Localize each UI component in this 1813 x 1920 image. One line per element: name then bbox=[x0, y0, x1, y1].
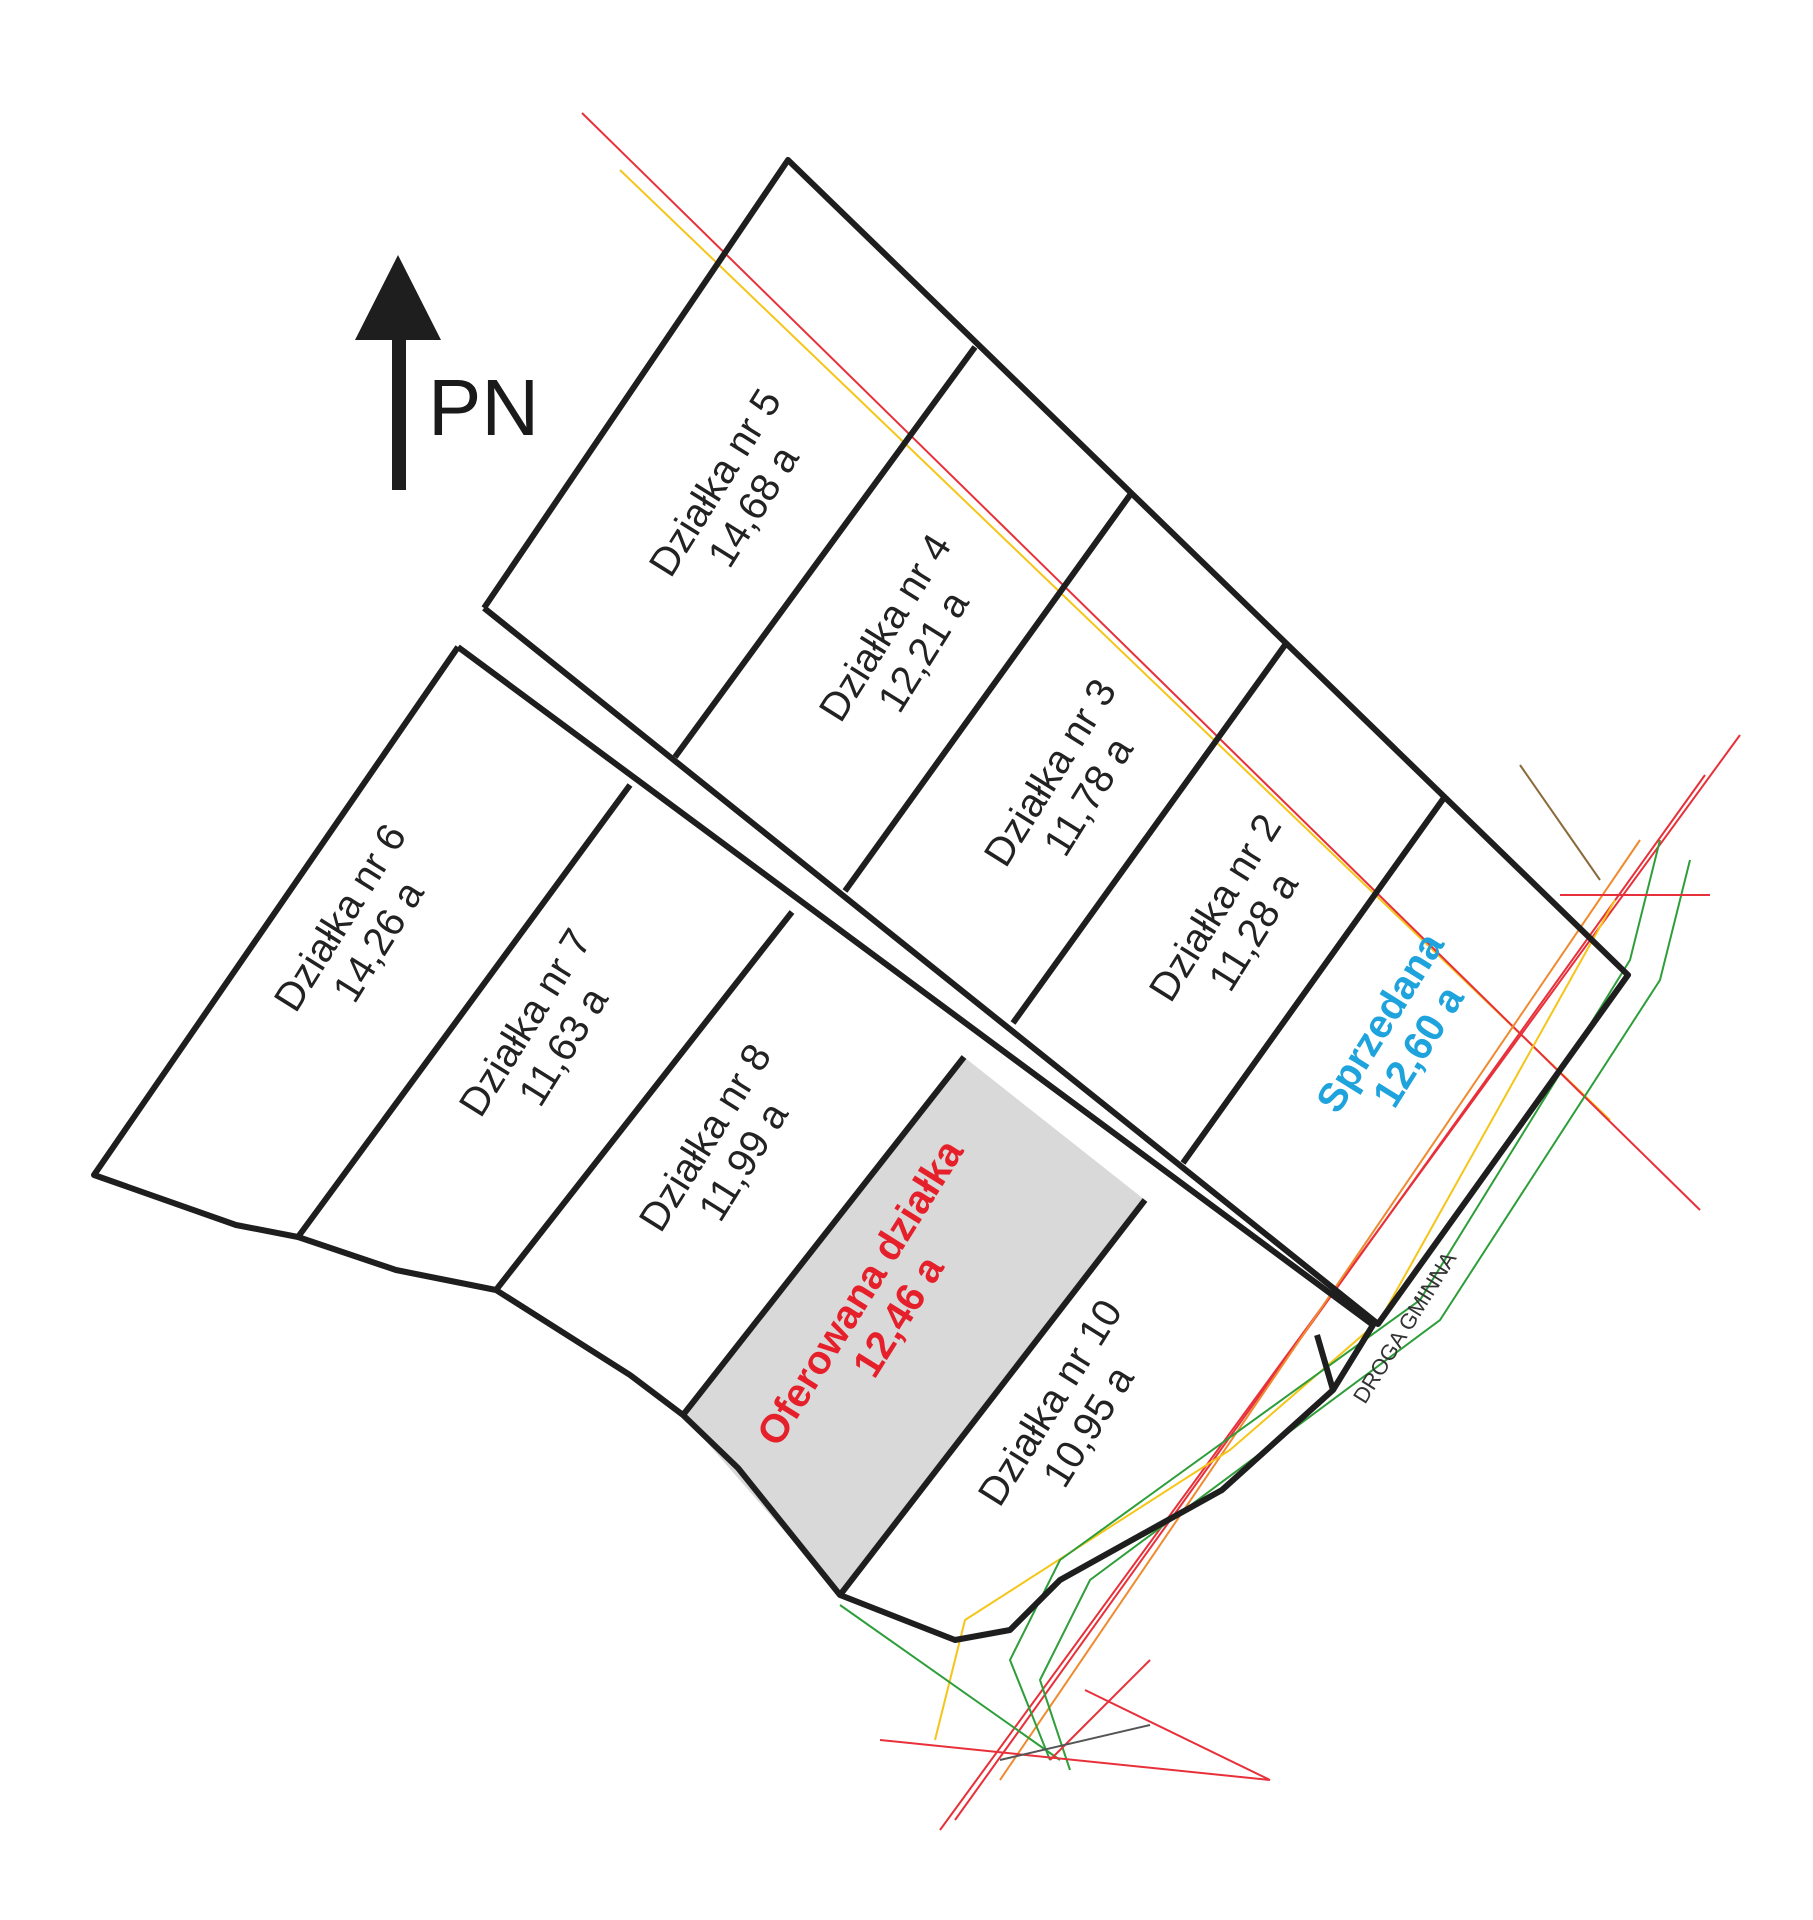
north-arrow-icon bbox=[355, 255, 441, 490]
parcel-6-label[interactable]: Działka nr 6 14,26 a bbox=[266, 817, 453, 1043]
utility-lines bbox=[581, 112, 1741, 1831]
north-label: PN bbox=[428, 363, 539, 452]
parcel-5-label[interactable]: Działka nr 5 14,68 a bbox=[641, 382, 828, 608]
parcel-boundaries bbox=[91, 157, 1631, 1643]
parcel-offered-fill bbox=[683, 1057, 1145, 1595]
road-label: DROGA GMINNA bbox=[1348, 1247, 1461, 1408]
parcel-3-label[interactable]: Działka nr 3 11,78 a bbox=[976, 672, 1163, 898]
parcel-7-label[interactable]: Działka nr 7 11,63 a bbox=[451, 922, 638, 1148]
parcel-8-label[interactable]: Działka nr 8 11,99 a bbox=[631, 1037, 818, 1263]
